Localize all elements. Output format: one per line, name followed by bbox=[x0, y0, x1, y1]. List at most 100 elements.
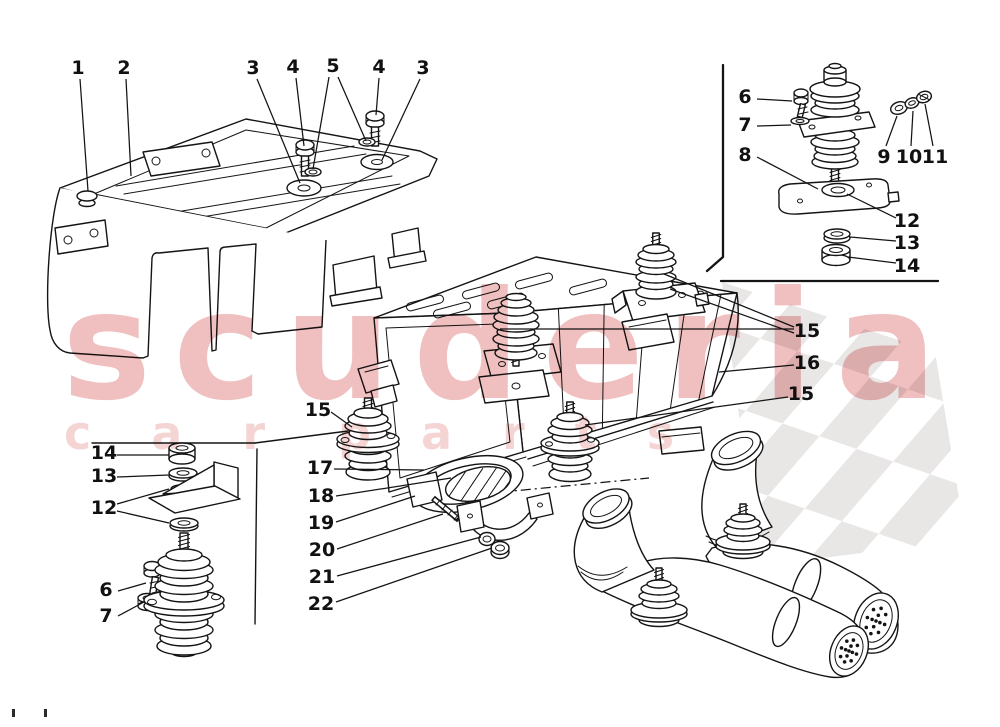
leader-line bbox=[125, 78, 132, 177]
bracket-part12 bbox=[148, 461, 241, 514]
washer-part21 bbox=[478, 531, 496, 547]
callout-14: 14 bbox=[894, 255, 920, 277]
washer-part12 bbox=[169, 517, 199, 532]
leader-line bbox=[117, 601, 145, 617]
leader-line bbox=[756, 98, 793, 102]
callout-8: 8 bbox=[738, 144, 751, 166]
callout-22: 22 bbox=[308, 593, 334, 615]
leader-line bbox=[336, 536, 482, 577]
leader-line bbox=[335, 547, 493, 603]
pipe-tab bbox=[658, 426, 705, 455]
clamp-insert-part18 bbox=[444, 466, 514, 506]
leader-line bbox=[663, 273, 795, 328]
callout-3: 3 bbox=[416, 57, 429, 79]
leader-line bbox=[849, 236, 897, 242]
callout-19: 19 bbox=[308, 512, 334, 534]
washer-part7 bbox=[790, 116, 810, 126]
callout-3: 3 bbox=[246, 57, 259, 79]
exhaust-clamp-assembly bbox=[406, 455, 650, 560]
nut-part22 bbox=[490, 540, 510, 560]
pipe-inlet-mouth bbox=[582, 488, 633, 530]
callout-6: 6 bbox=[99, 579, 112, 601]
leader-line bbox=[335, 495, 416, 523]
washer-part3 bbox=[286, 179, 322, 197]
leader-line bbox=[116, 474, 170, 478]
pipe-inlet-mouth bbox=[710, 430, 764, 471]
nut-part14 bbox=[821, 243, 851, 267]
shield-side-plate bbox=[54, 219, 109, 255]
leader-line bbox=[718, 364, 795, 373]
leader-line bbox=[116, 488, 170, 505]
leader-line bbox=[846, 193, 897, 219]
callout-9: 9 bbox=[877, 146, 890, 168]
plate-part12 bbox=[778, 178, 900, 215]
callout-15: 15 bbox=[794, 320, 820, 342]
callout-7: 7 bbox=[738, 114, 751, 136]
heat-shield bbox=[46, 110, 438, 359]
lock-washer-part11 bbox=[915, 90, 933, 104]
callout-14: 14 bbox=[91, 442, 117, 464]
washer-part13 bbox=[823, 228, 851, 244]
leader-line bbox=[330, 411, 353, 428]
leader-line bbox=[669, 288, 795, 334]
tailpipe-perforations bbox=[838, 606, 888, 664]
leader-line bbox=[312, 76, 330, 170]
anti-vibration-mounts bbox=[143, 232, 677, 658]
callout-4: 4 bbox=[372, 56, 385, 78]
leader-line bbox=[756, 156, 819, 190]
callout-17: 17 bbox=[307, 457, 333, 479]
shield-label-plate bbox=[142, 141, 221, 177]
callout-15: 15 bbox=[788, 383, 814, 405]
washer-part3 bbox=[360, 153, 394, 171]
nut-part14 bbox=[168, 442, 196, 465]
callout-13: 13 bbox=[91, 465, 117, 487]
leader-line bbox=[336, 513, 444, 550]
leader-line bbox=[847, 256, 897, 264]
leader-line bbox=[333, 468, 425, 471]
callout-1: 1 bbox=[71, 57, 84, 79]
right-mount-detail bbox=[778, 62, 933, 267]
spring-washer-part5 bbox=[304, 167, 322, 177]
leader-line bbox=[584, 396, 789, 426]
inset-frame-lines bbox=[91, 63, 940, 625]
leader-line bbox=[79, 78, 89, 192]
corner-tick bbox=[12, 709, 15, 717]
leader-line bbox=[756, 124, 792, 127]
callout-5: 5 bbox=[326, 55, 339, 77]
bolt-part4 bbox=[295, 139, 315, 177]
leader-line bbox=[924, 103, 934, 147]
callout-10: 10 bbox=[896, 146, 922, 168]
callout-15: 15 bbox=[305, 399, 331, 421]
leader-line bbox=[381, 78, 421, 161]
leader-line bbox=[117, 582, 147, 592]
leader-line bbox=[375, 77, 380, 116]
callout-18: 18 bbox=[308, 485, 334, 507]
callout-11: 11 bbox=[922, 146, 948, 168]
callout-21: 21 bbox=[309, 566, 335, 588]
flag-region bbox=[722, 282, 966, 566]
callout-2: 2 bbox=[117, 57, 130, 79]
callout-6: 6 bbox=[738, 86, 751, 108]
corner-tick bbox=[44, 709, 47, 717]
leader-line bbox=[910, 110, 914, 147]
leader-line bbox=[337, 76, 367, 142]
clamp-bolt-part20 bbox=[431, 495, 461, 523]
muffler-hanger-bracket bbox=[357, 359, 400, 408]
callout-20: 20 bbox=[309, 539, 335, 561]
callout-12: 12 bbox=[894, 210, 920, 232]
callout-7: 7 bbox=[99, 605, 112, 627]
spring-washer-part5 bbox=[358, 137, 376, 147]
leader-line bbox=[335, 477, 452, 497]
callout-13: 13 bbox=[894, 232, 920, 254]
callout-12: 12 bbox=[91, 497, 117, 519]
leader-line bbox=[885, 115, 898, 147]
pipe-mounts bbox=[630, 503, 771, 628]
bolt-part4 bbox=[365, 110, 385, 147]
bolt-part6 bbox=[793, 88, 809, 119]
callout-4: 4 bbox=[286, 56, 299, 78]
leader-line bbox=[295, 77, 305, 147]
